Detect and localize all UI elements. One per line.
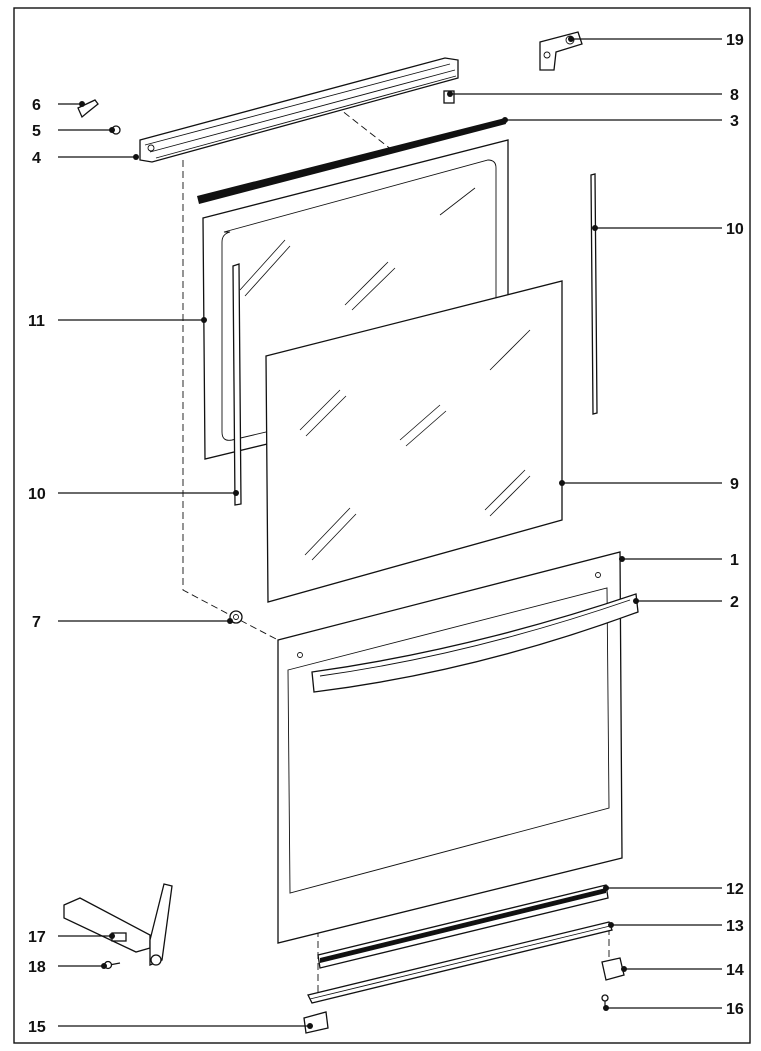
callout-17: 17 (28, 929, 46, 946)
callout-6: 6 (32, 97, 41, 114)
end-cap-part-14 (601, 957, 625, 981)
callout-16: 16 (726, 1001, 744, 1018)
callout-2: 2 (730, 594, 739, 611)
callout-7: 7 (32, 614, 41, 631)
callout-11: 11 (28, 313, 45, 330)
callout-18: 18 (28, 959, 46, 976)
clip-part-6 (77, 99, 99, 119)
hinge-part-17 (63, 883, 173, 966)
hinge-bracket-part-19 (539, 31, 583, 71)
outer-door-panel-part-1 (277, 551, 623, 944)
callout-5: 5 (32, 123, 41, 140)
callout-3: 3 (730, 113, 739, 130)
callout-8: 8 (730, 87, 739, 104)
handle-part-2 (311, 593, 639, 693)
callout-19: 19 (726, 32, 744, 49)
callout-10-left: 10 (28, 486, 46, 503)
callout-4: 4 (32, 150, 41, 167)
spacer-part-7 (229, 610, 243, 624)
leader-lines (58, 36, 722, 1029)
bottom-profile-part-13 (307, 921, 613, 1004)
callout-1: 1 (730, 552, 739, 569)
callout-labels: 19 8 3 6 5 4 10 11 10 9 1 2 7 12 13 17 1… (28, 32, 744, 1036)
callout-15: 15 (28, 1019, 46, 1036)
callout-14: 14 (726, 962, 744, 979)
seal-strip-part-3 (197, 118, 506, 204)
end-cap-part-15 (303, 1011, 329, 1034)
middle-glass-part-9 (265, 280, 563, 603)
bottom-strip-part-12 (317, 884, 609, 969)
clip-part-8 (443, 90, 455, 104)
side-strip-part-10-left (232, 263, 242, 506)
side-strip-part-10-right (590, 173, 598, 415)
callout-9: 9 (730, 476, 739, 493)
callout-13: 13 (726, 918, 744, 935)
callout-10-right: 10 (726, 221, 744, 238)
callout-12: 12 (726, 881, 744, 898)
diagram-frame (13, 7, 751, 1044)
top-profile-part (139, 57, 459, 163)
